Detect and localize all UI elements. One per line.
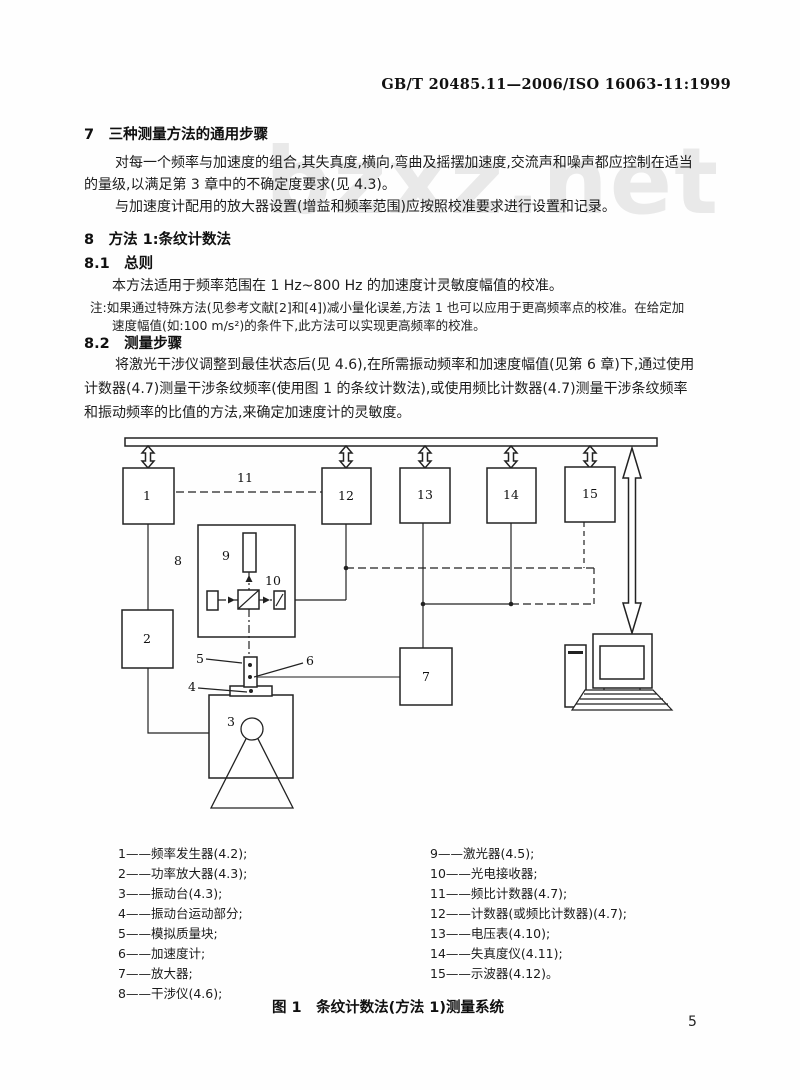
box-power-amplifier bbox=[121, 609, 174, 669]
node-label-1: 1 bbox=[143, 488, 151, 503]
double-arrow-icon bbox=[417, 444, 433, 470]
beam-splitter-diagonal bbox=[237, 589, 260, 610]
beam-arrowhead bbox=[245, 575, 253, 582]
clause-8-1-heading: 8.1 总则 bbox=[84, 256, 154, 272]
node-label-9: 9 bbox=[222, 548, 230, 563]
legend-item: 8——干涉仪(4.6); bbox=[118, 986, 223, 1001]
mirror bbox=[206, 590, 219, 611]
node-label-15: 15 bbox=[582, 486, 598, 501]
paragraph-line: 将激光干涉仪调整到最佳状态后(见 4.6),在所需振动频率和加速度幅值(见第 6… bbox=[115, 357, 695, 373]
shaker-coil bbox=[240, 717, 264, 741]
photo-detector-diagonal bbox=[275, 593, 284, 607]
beam-arrowhead bbox=[228, 596, 235, 604]
legend-item: 12——计数器(或频比计数器)(4.7); bbox=[430, 906, 628, 921]
box-counter bbox=[321, 467, 372, 525]
figure-caption: 图 1 条纹计数法(方法 1)测量系统 bbox=[272, 1000, 505, 1016]
computer-keyboard bbox=[570, 689, 674, 711]
laser bbox=[242, 532, 257, 573]
junction-dot bbox=[508, 601, 514, 607]
node-label-7: 7 bbox=[422, 669, 430, 684]
box-frequency-generator bbox=[122, 467, 175, 525]
node-label-4: 4 bbox=[188, 679, 196, 694]
legend-item: 10——光电接收器; bbox=[430, 866, 538, 881]
legend-item: 13——电压表(4.10); bbox=[430, 926, 551, 941]
double-arrow-icon bbox=[582, 444, 598, 470]
double-arrow-icon bbox=[503, 444, 519, 470]
node-label-2: 2 bbox=[143, 631, 151, 646]
connector-line bbox=[147, 668, 209, 734]
box-amplifier bbox=[399, 647, 453, 706]
node-label-12: 12 bbox=[338, 488, 354, 503]
box-voltmeter bbox=[399, 467, 451, 524]
legend-item: 9——激光器(4.5); bbox=[430, 846, 535, 861]
legend-item: 4——振动台运动部分; bbox=[118, 906, 243, 921]
dummy-mass-and-accelerometer bbox=[243, 656, 258, 688]
box-oscilloscope bbox=[564, 466, 616, 523]
standard-number-header: GB/T 20485.11—2006/ISO 16063-11:1999 bbox=[381, 76, 731, 93]
double-arrow-icon bbox=[140, 444, 156, 470]
legend-item: 14——失真度仪(4.11); bbox=[430, 946, 563, 961]
legend-item: 1——频率发生器(4.2); bbox=[118, 846, 248, 861]
monitor-screen bbox=[599, 645, 645, 680]
page-number: 5 bbox=[688, 1014, 697, 1030]
legend-item: 7——放大器; bbox=[118, 966, 193, 981]
bus-bar bbox=[124, 437, 658, 447]
junction-dot bbox=[420, 601, 426, 607]
paragraph-line: 对每一个频率与加速度的组合,其失真度,横向,弯曲及摇摆加速度,交流声和噪声都应控… bbox=[115, 155, 693, 171]
note-line: 速度幅值(如:100 m/s²)的条件下,此方法可以实现更高频率的校准。 bbox=[112, 318, 486, 333]
node-label-6: 6 bbox=[306, 653, 314, 668]
marker-dot bbox=[249, 689, 253, 693]
paragraph-line: 计数器(4.7)测量干涉条纹频率(使用图 1 的条纹计数法),或使用频比计数器(… bbox=[84, 381, 688, 397]
legend-item: 2——功率放大器(4.3); bbox=[118, 866, 248, 881]
node-label-14: 14 bbox=[503, 487, 519, 502]
node-label-10: 10 bbox=[265, 573, 281, 588]
figure-1-diagram: 1 2 3 4 5 6 7 8 9 10 11 12 13 14 15 bbox=[121, 437, 674, 809]
clause-8-heading: 8 方法 1:条纹计数法 bbox=[84, 232, 232, 248]
legend-item: 15——示波器(4.12)。 bbox=[430, 966, 559, 981]
paragraph-line: 与加速度计配用的放大器设置(增益和频率范围)应按照校准要求进行设置和记录。 bbox=[115, 199, 616, 215]
clause-8-2-heading: 8.2 测量步骤 bbox=[84, 336, 183, 352]
note-line: 注:如果通过特殊方法(见参考文献[2]和[4])减小量化误差,方法 1 也可以应… bbox=[90, 300, 685, 315]
double-arrow-icon bbox=[338, 444, 354, 470]
legend-item: 11——频比计数器(4.7); bbox=[430, 886, 568, 901]
node-label-5: 5 bbox=[196, 651, 204, 666]
marker-dot bbox=[248, 663, 252, 667]
big-double-arrow-icon bbox=[621, 445, 643, 636]
paragraph-line: 的量级,以满足第 3 章中的不确定度要求(见 4.3)。 bbox=[84, 177, 396, 193]
node-label-11: 11 bbox=[237, 470, 253, 485]
junction-dot bbox=[343, 565, 349, 571]
shaker-cone bbox=[209, 725, 295, 809]
legend-item: 6——加速度计; bbox=[118, 946, 206, 961]
node-label-13: 13 bbox=[417, 487, 433, 502]
legend-item: 3——振动台(4.3); bbox=[118, 886, 223, 901]
legend-item: 5——模拟质量块; bbox=[118, 926, 218, 941]
leader-line bbox=[253, 662, 304, 678]
beam-arrowhead bbox=[263, 596, 270, 604]
box-distortion-meter bbox=[486, 467, 537, 524]
leader-line bbox=[197, 687, 248, 693]
node-label-3: 3 bbox=[227, 714, 235, 729]
marker-dot bbox=[248, 675, 252, 679]
leader-line bbox=[205, 658, 243, 664]
node-label-8: 8 bbox=[174, 553, 182, 568]
clause-7-heading: 7 三种测量方法的通用步骤 bbox=[84, 127, 269, 143]
paragraph-line: 和振动频率的比值的方法,来确定加速度计的灵敏度。 bbox=[84, 405, 411, 421]
paragraph-line: 本方法适用于频率范围在 1 Hz~800 Hz 的加速度计灵敏度幅值的校准。 bbox=[112, 278, 563, 294]
tower-drive-slot bbox=[568, 651, 583, 654]
